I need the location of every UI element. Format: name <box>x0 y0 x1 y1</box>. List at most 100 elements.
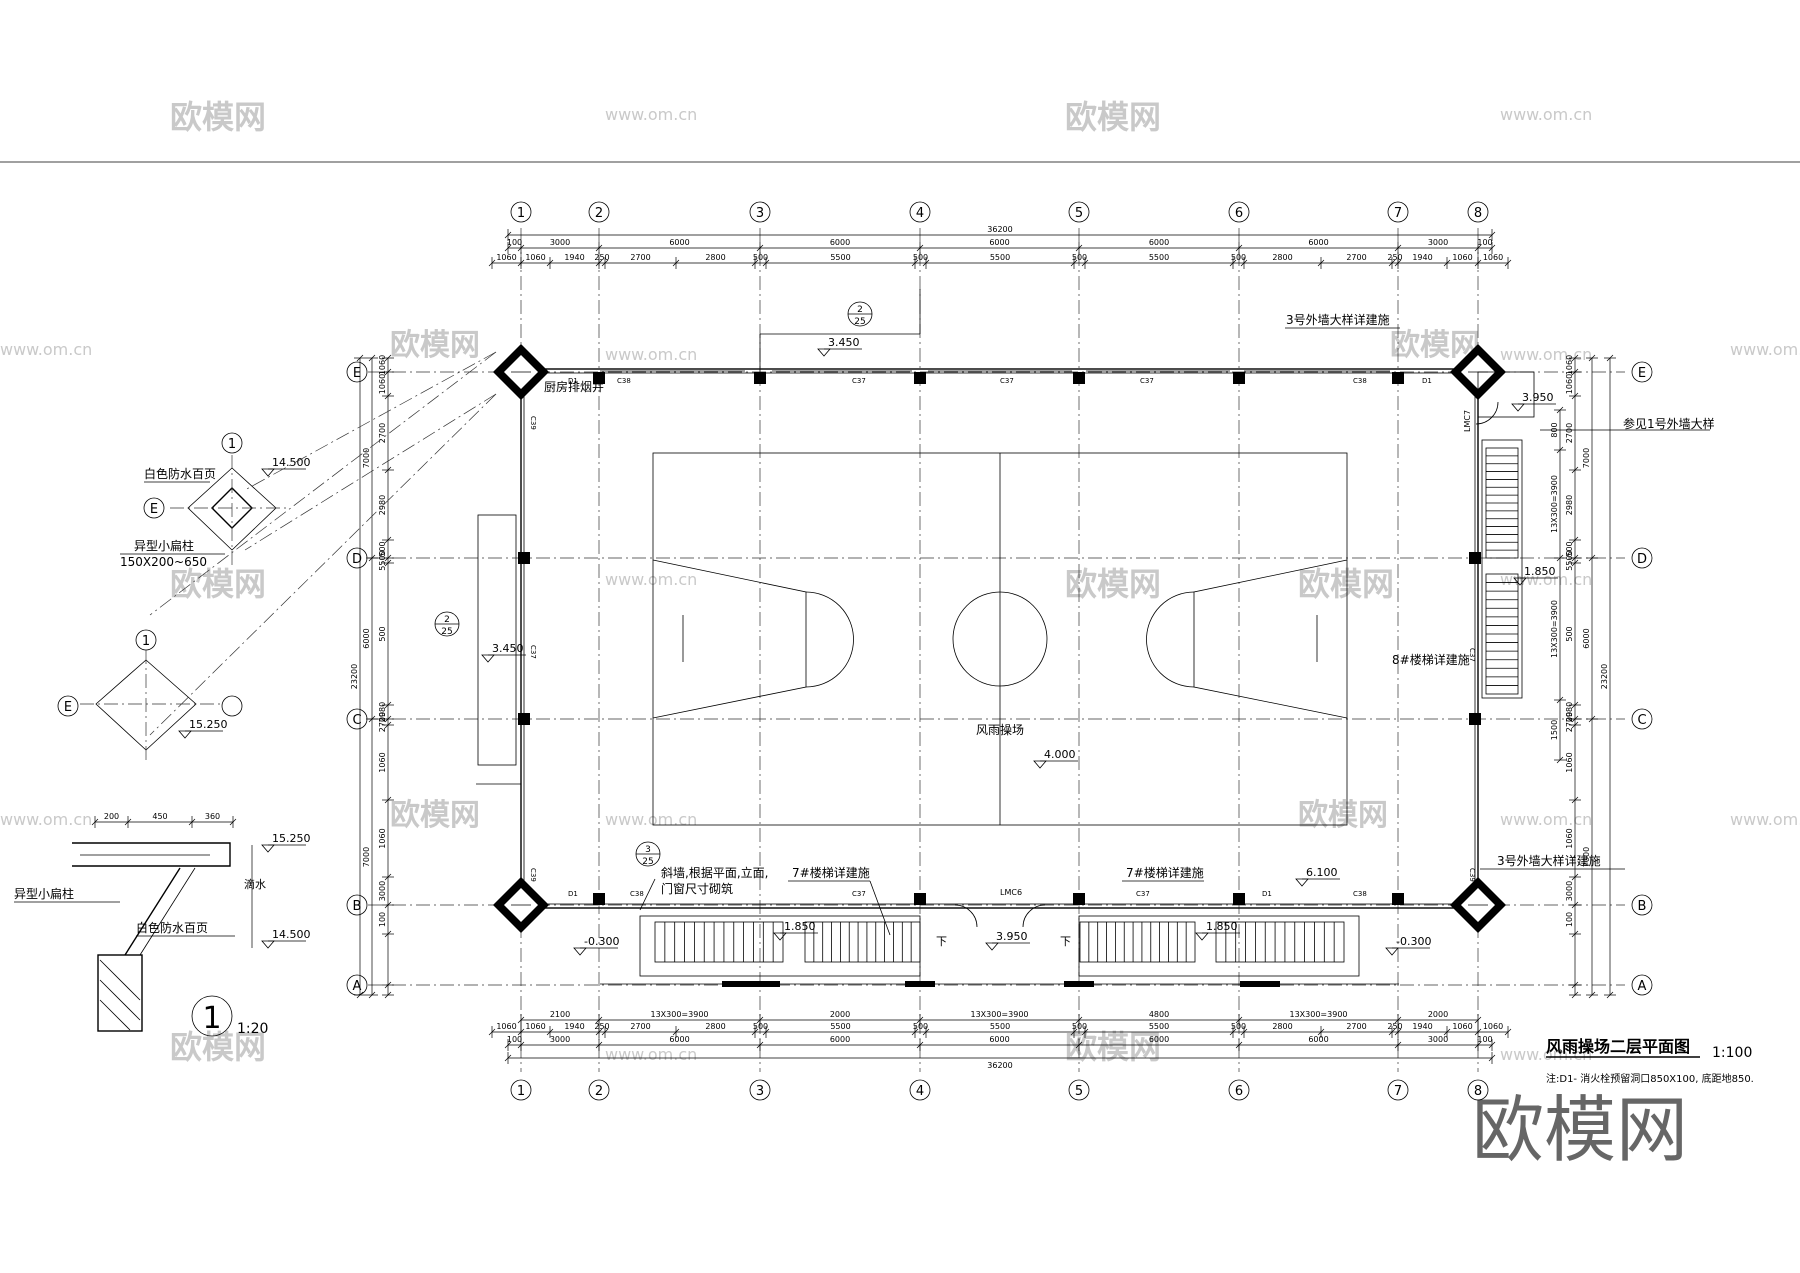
dim-text: 500 <box>1565 626 1574 641</box>
detail-axis-bubble <box>57 695 79 717</box>
axis-letter: D <box>352 552 362 567</box>
axis-letter: D <box>1637 552 1647 567</box>
detail-axis-number: 1 <box>228 437 236 452</box>
dim-text: 6000 <box>989 1035 1009 1044</box>
ref-bubble-top: 3 <box>645 845 651 855</box>
dim-text: 5500 <box>1149 253 1169 262</box>
dim-text: 1060 <box>1565 374 1574 394</box>
dim-text: 1060 <box>378 374 387 394</box>
dim-text: 500 <box>913 253 928 262</box>
structural-column <box>1392 372 1404 384</box>
detail-leader <box>149 393 497 736</box>
section-louver <box>139 867 196 956</box>
level-mark <box>573 947 587 956</box>
window-code: C39 <box>1468 868 1476 882</box>
stair-flight <box>804 921 921 963</box>
stair-flight <box>654 921 784 963</box>
window-code: C37 <box>1136 890 1150 898</box>
watermark-url: www.om.cn <box>0 810 92 829</box>
structural-column <box>1469 713 1481 725</box>
ref-bubble-bottom: 25 <box>642 857 653 867</box>
watermark-url: www.om.cn <box>0 340 92 359</box>
detail-column-label: 异型小扁柱 <box>134 538 194 553</box>
watermark-url: www.om.cn <box>605 570 697 589</box>
axis-number: 3 <box>756 1084 764 1099</box>
axis-bubble <box>346 894 368 916</box>
section-louver <box>124 867 181 956</box>
window-code: C37 <box>852 377 866 385</box>
door-swing <box>954 904 978 928</box>
dim-text: 1060 <box>1483 253 1503 262</box>
dim-text: 7000 <box>1582 847 1591 867</box>
structural-column <box>593 893 605 905</box>
axis-bubble <box>1631 708 1653 730</box>
court-label: 风雨操场 <box>976 722 1024 737</box>
dim-text: 2700 <box>630 1022 650 1031</box>
wall-detail-bottom: 3号外墙大样详建施 <box>1497 853 1601 868</box>
dim-text: 2800 <box>1272 253 1292 262</box>
watermark-logo: 欧模网 <box>170 565 266 603</box>
axis-number: 8 <box>1474 1084 1482 1099</box>
dim-text: 500 <box>1072 1022 1087 1031</box>
axis-number: 2 <box>595 206 603 221</box>
dim-text: 6000 <box>830 238 850 247</box>
level-mark <box>1033 760 1047 769</box>
detail-column-size: 150X200~650 <box>120 555 207 569</box>
dim-text: 3000 <box>1428 238 1448 247</box>
section-drip-label: 滴水 <box>244 877 266 891</box>
drawing-note: 注:D1- 消火栓预留洞口850X100, 底距地850. <box>1546 1072 1754 1085</box>
slope-wall-label-2: 门窗尺寸砌筑 <box>661 881 733 896</box>
dim-text: 13X300=3900 <box>1550 475 1559 533</box>
dim-text: 2980 <box>1565 495 1574 515</box>
axis-number: 1 <box>517 1084 525 1099</box>
dim-text: 2000 <box>1428 1010 1448 1019</box>
dim-text: 5500 <box>378 550 387 570</box>
structural-column <box>593 372 605 384</box>
dim-text: 1060 <box>1452 253 1472 262</box>
watermark-url: www.om.cn <box>605 105 697 124</box>
axis-number: 7 <box>1394 1084 1402 1099</box>
window-code: C37 <box>529 645 537 659</box>
dim-text: 2800 <box>705 253 725 262</box>
dim-text: 1940 <box>564 253 584 262</box>
dim-text: 13X300=3900 <box>1290 1010 1348 1019</box>
axis-number: 8 <box>1474 206 1482 221</box>
detail-axis-bubble <box>135 629 157 651</box>
axis-bubble <box>588 1079 610 1101</box>
dim-text: 13X300=3900 <box>651 1010 709 1019</box>
axis-number: 2 <box>595 1084 603 1099</box>
dim-text: 1060 <box>525 1022 545 1031</box>
roof-level-left: 3.450 <box>492 642 524 655</box>
axis-bubble <box>510 201 532 223</box>
watermark-logo: 欧模网 <box>1298 798 1388 833</box>
drawing-title: 风雨操场二层平面图 <box>1546 1037 1690 1056</box>
axis-bubble <box>909 201 931 223</box>
watermark-logo: 欧模网 <box>1065 565 1161 603</box>
dim-text: 5500 <box>1565 550 1574 570</box>
dim-text: 250 <box>1387 253 1402 262</box>
level-mark <box>261 940 275 949</box>
axis-bubble <box>1228 1079 1250 1101</box>
dim-text: 2980 <box>378 702 387 722</box>
stairs <box>654 447 1519 963</box>
detail-leader <box>244 351 497 491</box>
door-lmc7: LMC7 <box>1463 410 1472 432</box>
dim-text: 250 <box>1387 1022 1402 1031</box>
court-level: 4.000 <box>1044 748 1076 761</box>
door-swing <box>1475 401 1499 425</box>
structural-column <box>1073 893 1085 905</box>
hydrant-label: D1 <box>1422 377 1432 385</box>
front-wall-column <box>722 981 780 987</box>
dim-text: 1500 <box>1550 720 1559 740</box>
window-code: C38 <box>1353 377 1367 385</box>
axis-bubble <box>1467 1079 1489 1101</box>
exterior-wall <box>520 368 1479 909</box>
detail-views: 1E白色防水百页异型小扁柱150X200~6501E异型小扁柱白色防水百页滴水1… <box>14 351 497 1037</box>
axis-bubble <box>1631 974 1653 996</box>
dim-text: 100 <box>507 238 522 247</box>
detail-level-mid: 15.250 <box>189 718 228 731</box>
front-wall-column <box>905 981 935 987</box>
axis-letter: E <box>1638 366 1646 381</box>
axis-letter: C <box>1637 713 1646 728</box>
